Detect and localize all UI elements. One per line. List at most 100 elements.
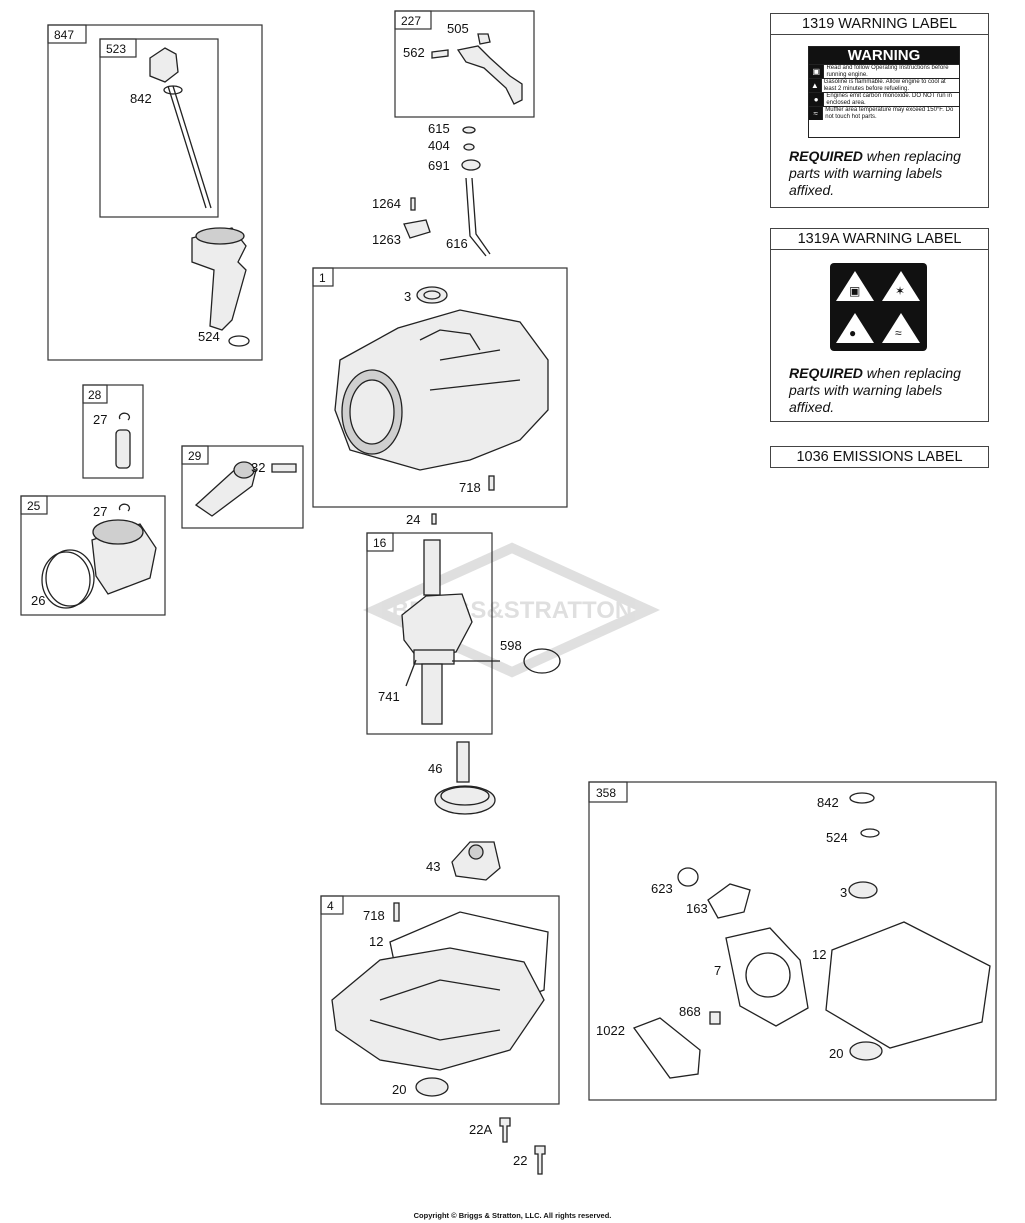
nut-505[interactable] <box>477 33 491 45</box>
group-4-sump[interactable]: 4 718 12 20 <box>320 895 560 1105</box>
group-1-cylinder[interactable]: 1 3 718 <box>312 267 568 508</box>
callout-20a: 20 <box>392 1082 406 1097</box>
o-ring-623[interactable] <box>677 867 699 887</box>
crankshaft-counterweight[interactable] <box>401 593 473 657</box>
group-29-frame <box>181 445 304 529</box>
plug-868[interactable] <box>709 1011 721 1025</box>
piston-pin[interactable] <box>115 429 131 469</box>
retainer-27b[interactable] <box>118 503 131 512</box>
oil-seal-3[interactable] <box>416 286 448 304</box>
group-16[interactable]: 16 598 741 <box>366 532 561 735</box>
callout-562: 562 <box>403 45 425 60</box>
warning-sticker: WARNING ▣Read and follow Operating Instr… <box>808 46 960 138</box>
screw-1264[interactable] <box>410 197 416 211</box>
o-ring-524[interactable] <box>228 335 250 347</box>
sump-bolts[interactable]: 22A 22 <box>469 1117 546 1175</box>
oil-seal-3-inner <box>423 290 441 300</box>
callout-28: 28 <box>88 388 102 402</box>
label-1036[interactable]: 1036 EMISSIONS LABEL <box>770 446 989 468</box>
callout-27b: 27 <box>93 504 107 519</box>
group-28[interactable]: 28 27 <box>82 384 144 479</box>
group-29[interactable]: 29 32 <box>181 445 304 529</box>
governor-assembly[interactable] <box>451 841 501 881</box>
callout-505: 505 <box>447 21 469 36</box>
gasket-1022[interactable] <box>632 1017 701 1079</box>
required-word: REQUIRED <box>789 148 863 164</box>
retainer-27[interactable] <box>118 412 131 421</box>
cam-gear[interactable] <box>434 785 496 815</box>
governor-lever[interactable] <box>456 45 523 105</box>
group-227[interactable]: 227 505 562 <box>394 10 535 118</box>
dowel-718[interactable] <box>488 475 495 491</box>
rod-bolt-32[interactable] <box>271 463 297 473</box>
oil-seal-20a[interactable] <box>415 1077 449 1097</box>
oil-seal-20b[interactable] <box>849 1041 883 1061</box>
callout-27: 27 <box>93 412 107 427</box>
head-gasket-7[interactable] <box>725 927 809 1027</box>
cylinder-bore-inner <box>349 379 395 445</box>
dowel-24[interactable] <box>431 513 437 525</box>
label-1319a[interactable]: 1319A WARNING LABEL ▣ ✶ ● ≈ REQUIRED whe… <box>770 228 989 422</box>
group-358-gasket-set[interactable]: 358 842 524 623 163 3 7 12 868 1022 20 <box>588 781 997 1101</box>
group-25[interactable]: 25 27 26 <box>20 495 166 616</box>
crank-gear-741[interactable] <box>413 649 455 665</box>
callout-20b: 20 <box>829 1046 843 1061</box>
label-1319-required-note: REQUIRED when replacing parts with warni… <box>771 148 988 199</box>
callout-12b: 12 <box>812 947 826 962</box>
dipstick-cap[interactable] <box>149 47 179 83</box>
washer-615[interactable] <box>462 126 476 134</box>
warning-row: ▲Gasoline is flammable. Allow engine to … <box>809 78 959 92</box>
callout-4: 4 <box>327 899 334 913</box>
callout-29: 29 <box>188 449 202 463</box>
dipstick-rod[interactable] <box>167 85 212 209</box>
governor-shaft-616[interactable] <box>465 177 491 257</box>
group-16-frame <box>366 532 493 735</box>
seal-691[interactable] <box>461 159 481 171</box>
sump-cover[interactable] <box>331 947 545 1071</box>
screw-562[interactable] <box>431 49 449 59</box>
dowel-718b[interactable] <box>393 902 400 922</box>
label-1319[interactable]: 1319 WARNING LABEL WARNING ▣Read and fol… <box>770 13 989 208</box>
manual-icon: ▣ <box>809 65 825 78</box>
o-ring-524b[interactable] <box>860 828 880 838</box>
group-28-tag-box <box>82 384 108 404</box>
group-1-tag-box <box>312 267 334 287</box>
piston-rings[interactable] <box>45 549 95 607</box>
clip-1263[interactable] <box>403 219 431 239</box>
group-4-frame <box>320 895 560 1105</box>
callout-842: 842 <box>130 91 152 106</box>
callout-32: 32 <box>251 460 265 475</box>
seal-598[interactable] <box>523 648 561 674</box>
callout-3: 3 <box>404 289 411 304</box>
bolt-22A[interactable] <box>499 1117 511 1143</box>
group-847[interactable]: 847 523 842 524 <box>47 24 263 361</box>
callout-43: 43 <box>426 859 440 874</box>
governor-small-parts[interactable]: 615 404 691 1264 1263 616 <box>372 121 491 257</box>
washer-404[interactable] <box>463 143 475 151</box>
camshaft-46[interactable]: 46 <box>428 741 496 815</box>
warning-row: ●Engines emit carbon monoxide. DO NOT ru… <box>809 92 959 106</box>
group-847-tag-box <box>47 24 87 44</box>
sump-gasket-12b[interactable] <box>825 921 991 1049</box>
callout-358: 358 <box>596 786 616 800</box>
o-ring-842b[interactable] <box>849 792 875 804</box>
gasket-163[interactable] <box>707 883 751 919</box>
callout-7: 7 <box>714 963 721 978</box>
manual-warning-icon: ▣ <box>836 271 874 301</box>
required-text: when replacing parts with warning labels… <box>789 148 961 198</box>
group-29-tag-box <box>181 445 209 465</box>
callout-163: 163 <box>686 901 708 916</box>
group-25-frame <box>20 495 166 616</box>
oil-seal-3b[interactable] <box>848 881 878 899</box>
group-847-frame <box>47 24 263 361</box>
rod-big-end <box>233 461 255 479</box>
callout-691: 691 <box>428 158 450 173</box>
group-4-tag-box <box>320 895 344 915</box>
callout-1: 1 <box>319 271 326 285</box>
group-28-frame <box>82 384 144 479</box>
callout-22A: 22A <box>469 1122 492 1137</box>
bolt-22[interactable] <box>534 1145 546 1175</box>
governor-43[interactable]: 43 <box>426 841 501 881</box>
piston-crown <box>92 519 144 545</box>
callout-718b: 718 <box>363 908 385 923</box>
